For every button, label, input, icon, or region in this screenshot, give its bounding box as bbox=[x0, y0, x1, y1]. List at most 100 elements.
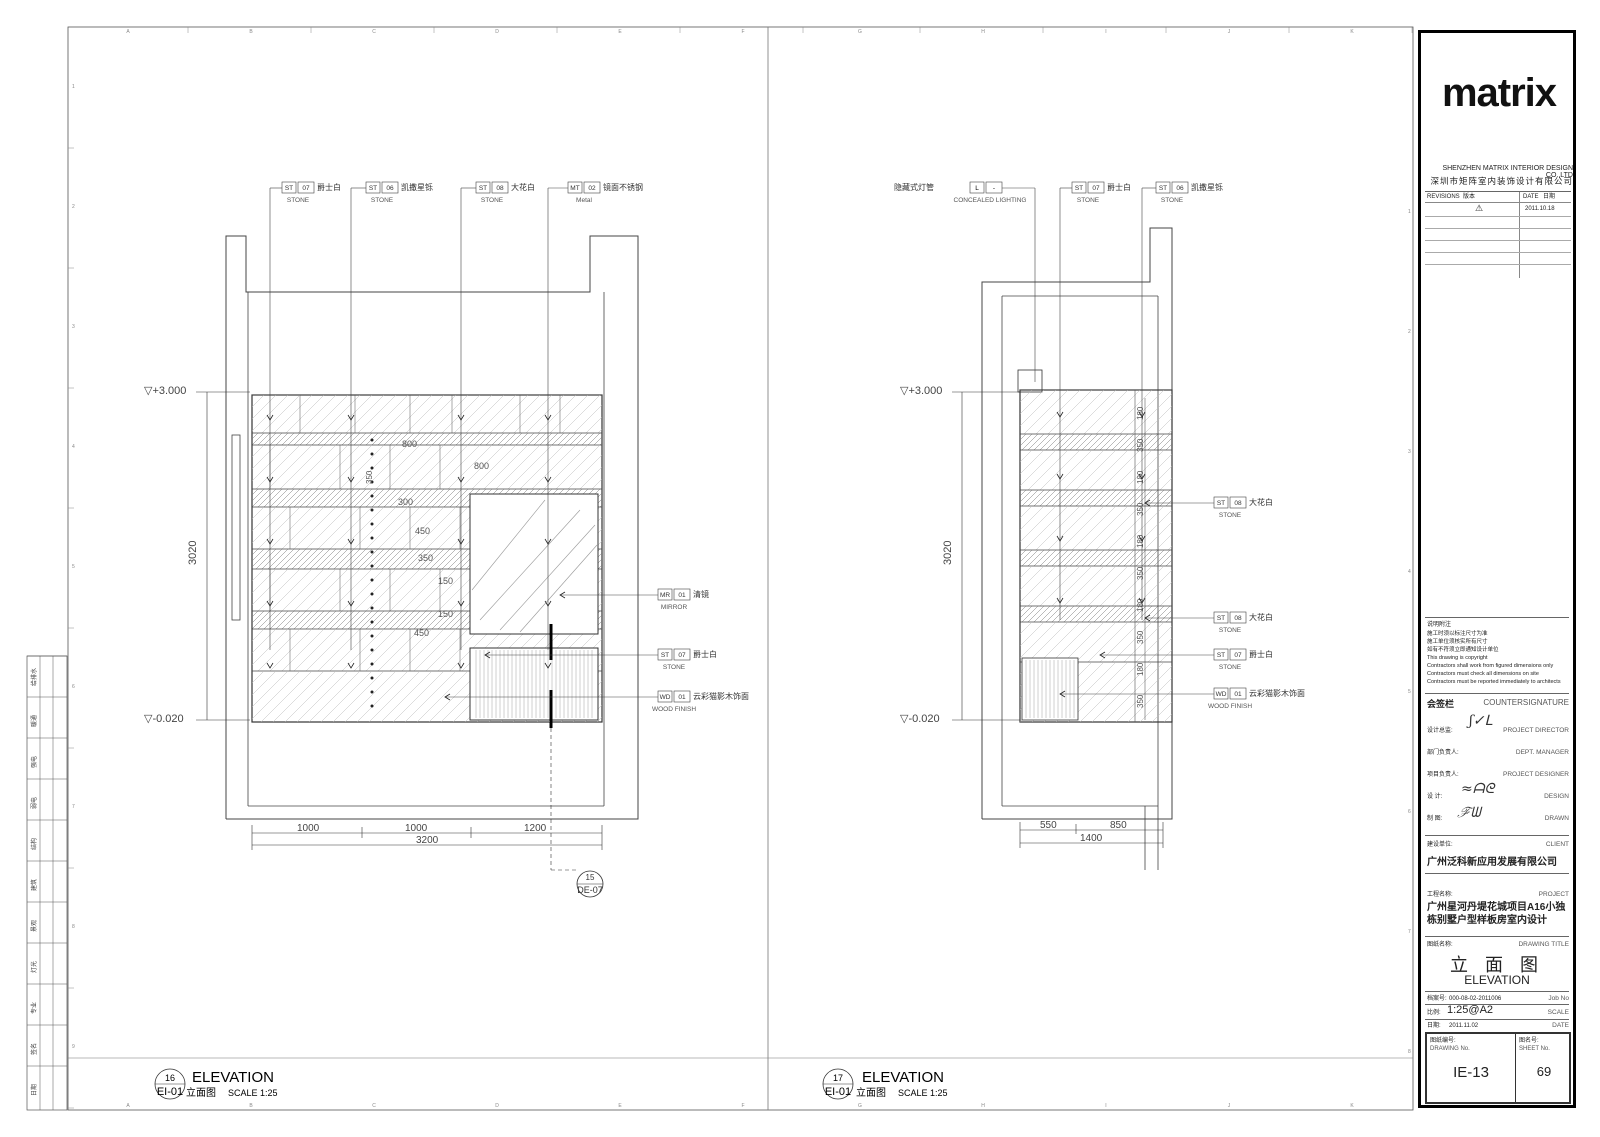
hatch-line bbox=[1075, 433, 1093, 451]
hatch-line bbox=[1045, 605, 1063, 623]
detail-ref-num: 15 bbox=[586, 873, 595, 882]
hatch-line bbox=[1023, 389, 1069, 435]
grid-number: 8 bbox=[72, 924, 75, 930]
hatch-line bbox=[377, 432, 391, 446]
anchor-dot bbox=[370, 536, 374, 540]
hatch-line bbox=[281, 432, 295, 446]
tag-name: 爵士白 bbox=[317, 182, 341, 192]
hatch-line bbox=[296, 670, 349, 723]
hatch-line bbox=[381, 394, 421, 434]
hatch-line bbox=[395, 432, 409, 446]
hatch-line bbox=[533, 432, 547, 446]
hatch-line bbox=[1093, 433, 1111, 451]
anchor-dot bbox=[370, 564, 374, 568]
grid-letter: A bbox=[126, 1103, 130, 1109]
hatch-line bbox=[1111, 605, 1129, 623]
leader-arrow bbox=[1138, 597, 1146, 604]
inner-dim: 800 bbox=[474, 461, 489, 471]
tag-code: ST bbox=[285, 185, 293, 192]
hatch-line bbox=[1129, 489, 1147, 507]
strip-label: 弱电 bbox=[30, 797, 38, 809]
anchor-dot bbox=[370, 620, 374, 624]
hatch-line bbox=[1019, 565, 1045, 591]
grid-letter: K bbox=[1350, 1103, 1354, 1109]
hatch-line bbox=[1143, 405, 1173, 435]
role-en: DRAWN bbox=[1544, 815, 1569, 822]
hatch-line bbox=[495, 444, 541, 490]
hatch-line bbox=[459, 444, 505, 490]
hatch-line bbox=[1135, 549, 1153, 567]
hatch-line bbox=[341, 506, 385, 550]
note-line: Contractors must be reported immediately… bbox=[1427, 679, 1561, 685]
hatch-line bbox=[261, 548, 283, 570]
tag-num: 01 bbox=[678, 694, 686, 701]
tag-num: 08 bbox=[1234, 500, 1242, 507]
hatch-line bbox=[1019, 505, 1033, 519]
hatch-line bbox=[1019, 433, 1033, 447]
hatch-line bbox=[392, 670, 445, 723]
anchor-dot bbox=[370, 690, 374, 694]
tag-code-box bbox=[969, 181, 985, 194]
grid-letter: H bbox=[981, 29, 985, 35]
note-line: 如有不符须立即通知设计单位 bbox=[1427, 647, 1499, 653]
tag-num: 06 bbox=[386, 185, 394, 192]
hatch-line bbox=[309, 548, 331, 570]
hatch-line bbox=[413, 568, 457, 612]
vert-dim: 180 bbox=[1136, 534, 1145, 548]
tag-code-box bbox=[657, 690, 673, 703]
hatch-line bbox=[1093, 605, 1111, 623]
hatch-line bbox=[1019, 549, 1033, 563]
role-cn: 设 计: bbox=[1427, 794, 1443, 800]
role-cn: 项目负责人: bbox=[1427, 772, 1459, 778]
hatch-line bbox=[284, 670, 337, 723]
hatch-line bbox=[363, 548, 385, 570]
hatch-line bbox=[351, 444, 397, 490]
leader-arrow bbox=[347, 476, 355, 483]
tag-num: 08 bbox=[1234, 615, 1242, 622]
hatch-line bbox=[387, 444, 433, 490]
caption-cn-right: 立面图 bbox=[856, 1086, 886, 1099]
hatch-line bbox=[1081, 549, 1099, 567]
hatch-line bbox=[479, 432, 493, 446]
hatch-line bbox=[365, 506, 409, 550]
mirror-reflection bbox=[471, 499, 598, 633]
hatch-line bbox=[251, 488, 265, 502]
hatch-line bbox=[399, 444, 445, 490]
hatch-line bbox=[339, 548, 361, 570]
hatch-line bbox=[1155, 417, 1173, 435]
tag-code: ST bbox=[1217, 652, 1225, 659]
hatch-line bbox=[401, 506, 445, 550]
hatch-line bbox=[1093, 489, 1111, 507]
grid-letter: F bbox=[741, 29, 744, 35]
hatch-line bbox=[275, 610, 295, 630]
tag-num-box bbox=[297, 181, 315, 194]
hatch-line bbox=[1033, 605, 1051, 623]
grid-letter: E bbox=[618, 29, 622, 35]
leader-arrow bbox=[347, 538, 355, 545]
hatch-line bbox=[401, 628, 445, 672]
hatch-line bbox=[371, 488, 391, 508]
hatch-line bbox=[1159, 609, 1173, 623]
hatch-line bbox=[317, 506, 361, 550]
tag-name: 爵士白 bbox=[1107, 182, 1131, 192]
tag-material: STONE bbox=[481, 197, 504, 204]
hatch-line bbox=[365, 568, 409, 612]
hatch-line bbox=[1111, 549, 1129, 567]
hatch-line bbox=[416, 670, 469, 723]
hatch-line bbox=[431, 432, 445, 446]
leader-arrow bbox=[266, 662, 274, 669]
hatch-line bbox=[1087, 605, 1105, 623]
caption-num-right: 17 bbox=[833, 1073, 843, 1083]
hatch-line bbox=[257, 506, 301, 550]
leader-arrow bbox=[1099, 651, 1106, 659]
hatch-line bbox=[285, 394, 325, 434]
tag-code: ST bbox=[1217, 500, 1225, 507]
tag-code: ST bbox=[1159, 185, 1167, 192]
rev-header: 版本 bbox=[1463, 194, 1476, 200]
role-en: PROJECT DESIGNER bbox=[1503, 771, 1569, 778]
leader-arrow bbox=[457, 476, 465, 483]
anchor-dot bbox=[370, 634, 374, 638]
vert-dim: 350 bbox=[1136, 438, 1145, 452]
